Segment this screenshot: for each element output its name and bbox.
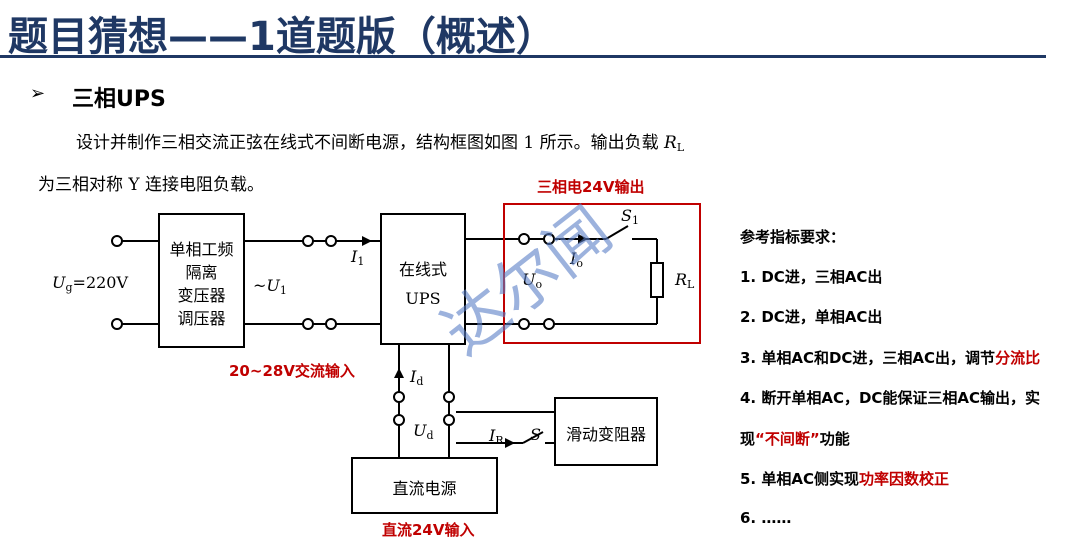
i1-sub: 1 bbox=[357, 255, 365, 268]
i1-var: I bbox=[351, 247, 358, 266]
arrow-bullet-icon: ➢ bbox=[30, 83, 46, 104]
transformer-box bbox=[158, 213, 245, 348]
input-terminal-top bbox=[111, 235, 123, 247]
rl-var: R bbox=[675, 270, 688, 289]
req-text: 2. DC进，单相AC出 bbox=[740, 308, 883, 326]
req-text: 4. 断开单相AC，DC能保证三相AC输出，实 bbox=[740, 389, 1041, 407]
uo-label: Uo bbox=[522, 270, 542, 291]
requirement-item: 6. …… bbox=[740, 509, 791, 527]
dc-input-label: 直流24V输入 bbox=[382, 521, 475, 539]
id-var: I bbox=[410, 367, 417, 386]
description-line-1: 设计并制作三相交流正弦在线式不间断电源，结构框图如图 1 所示。输出负载 RL bbox=[76, 128, 684, 154]
req-highlight: “不间断” bbox=[755, 430, 820, 448]
arrow-i1-icon bbox=[362, 236, 372, 246]
load-sub: L bbox=[676, 141, 685, 154]
rheostat-label: 滑动变阻器 bbox=[565, 425, 646, 444]
rl-label: RL bbox=[675, 270, 694, 291]
uo-sub: o bbox=[535, 278, 543, 291]
s-label: S bbox=[530, 425, 541, 444]
ac-input-label: 20~28V交流输入 bbox=[229, 362, 355, 380]
req-text: 1. DC进，三相AC出 bbox=[740, 268, 883, 286]
s-var: S bbox=[530, 425, 541, 444]
ir-var: I bbox=[489, 426, 496, 445]
arrow-io-icon bbox=[578, 234, 588, 244]
requirement-item: 1. DC进，三相AC出 bbox=[740, 266, 882, 287]
s1-sub: 1 bbox=[631, 214, 639, 227]
ir-sub: R bbox=[495, 434, 504, 447]
arrow-id-icon bbox=[394, 368, 404, 378]
output-label: 三相电24V输出 bbox=[537, 178, 645, 196]
requirement-item: 2. DC进，单相AC出 bbox=[740, 306, 882, 327]
s1-label: S1 bbox=[621, 206, 639, 227]
uo-var: U bbox=[522, 270, 536, 289]
requirements-title: 参考指标要求： bbox=[740, 228, 846, 246]
req-text: 3. 单相AC和DC进，三相AC出，调节 bbox=[740, 349, 996, 367]
req-text-post: 功能 bbox=[819, 430, 850, 448]
requirement-item: 4. 断开单相AC，DC能保证三相AC输出，实 bbox=[740, 387, 1040, 408]
ups-box-label: 在线式 UPS bbox=[381, 255, 465, 313]
req-text: 6. …… bbox=[740, 509, 792, 527]
arrow-ir-icon bbox=[505, 438, 515, 448]
transformer-box-label: 单相工频 隔离 变压器 调压器 bbox=[159, 238, 244, 330]
input-voltage-var: U bbox=[52, 273, 66, 292]
req-highlight: 分流比 bbox=[995, 349, 1041, 367]
load-resistor bbox=[650, 262, 664, 298]
io-var: I bbox=[570, 249, 577, 268]
transformer-line-2: 隔离 bbox=[185, 263, 218, 282]
description-text: 设计并制作三相交流正弦在线式不间断电源，结构框图如图 1 所示。输出负载 bbox=[76, 133, 665, 153]
s1-var: S bbox=[621, 206, 632, 225]
load-var: R bbox=[664, 133, 677, 153]
transformer-line-3: 变压器 bbox=[177, 286, 226, 305]
title-divider bbox=[0, 55, 1046, 58]
i1-label: I1 bbox=[351, 247, 364, 268]
input-voltage-value: =220V bbox=[72, 273, 129, 292]
u1-sub: 1 bbox=[279, 284, 287, 297]
input-voltage-label: Ug=220V bbox=[52, 273, 128, 294]
io-sub: o bbox=[576, 257, 583, 270]
ups-line-2: UPS bbox=[405, 289, 441, 308]
dc-power-label: 直流电源 bbox=[392, 479, 457, 498]
ups-line-1: 在线式 bbox=[398, 260, 447, 279]
input-terminal-bottom bbox=[111, 318, 123, 330]
req-highlight: 功率因数校正 bbox=[858, 470, 949, 488]
description-line-2: 为三相对称 Y 连接电阻负载。 bbox=[38, 175, 265, 195]
dc-power-box bbox=[351, 457, 498, 514]
ud-label: Ud bbox=[413, 421, 434, 442]
ud-sub: d bbox=[426, 429, 434, 442]
ups-box bbox=[380, 213, 466, 345]
u1-tilde: ~ bbox=[253, 276, 267, 295]
rheostat-box bbox=[554, 397, 658, 466]
u1-label: ~U1 bbox=[253, 276, 287, 297]
requirement-item: 现“不间断”功能 bbox=[740, 428, 850, 449]
ud-var: U bbox=[413, 421, 427, 440]
section-title: 三相UPS bbox=[72, 87, 166, 112]
id-sub: d bbox=[416, 375, 424, 388]
requirement-item: 5. 单相AC侧实现功率因数校正 bbox=[740, 468, 949, 489]
io-label: Io bbox=[570, 249, 583, 270]
page-title: 题目猜想——1道题版（概述） bbox=[8, 14, 556, 60]
req-text: 5. 单相AC侧实现 bbox=[740, 470, 859, 488]
transformer-line-1: 单相工频 bbox=[169, 240, 234, 259]
input-voltage-sub: g bbox=[65, 281, 73, 294]
output-highlight-frame bbox=[503, 203, 701, 344]
req-text: 现 bbox=[740, 430, 756, 448]
u1-var: U bbox=[266, 276, 280, 295]
requirement-item: 3. 单相AC和DC进，三相AC出，调节分流比 bbox=[740, 347, 1040, 368]
transformer-line-4: 调压器 bbox=[177, 309, 226, 328]
ir-label: IR bbox=[489, 426, 504, 447]
rl-sub: L bbox=[687, 278, 695, 291]
id-label: Id bbox=[410, 367, 423, 388]
